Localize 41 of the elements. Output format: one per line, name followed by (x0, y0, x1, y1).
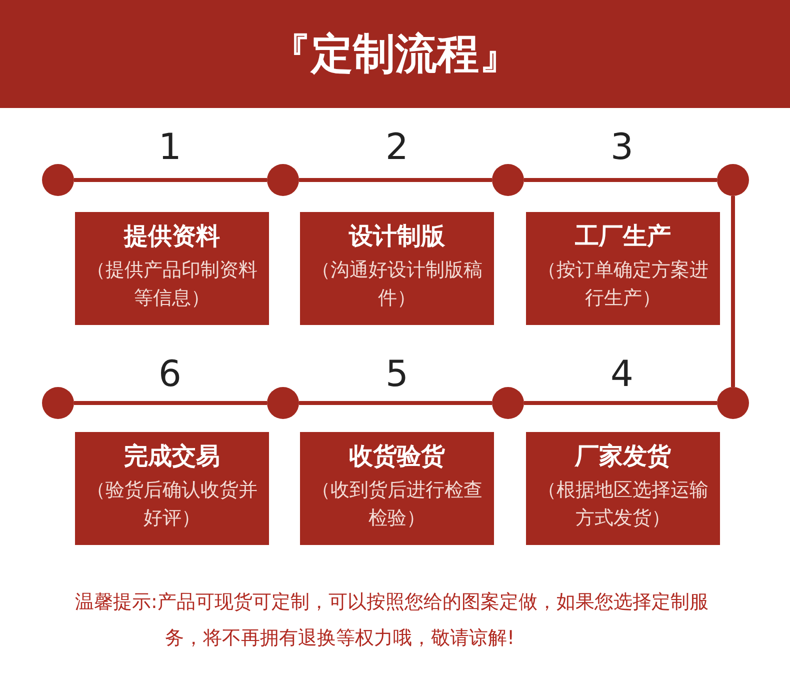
step-box (300, 212, 494, 325)
timeline-dot (267, 164, 299, 196)
note: 温馨提示:产品可现货可定制，可以按照您给的图案定做，如果您选择定制服务，将不再拥有退换等权力哦，敬请谅解! (75, 590, 710, 651)
timeline-line (524, 178, 717, 182)
timeline-dot (492, 164, 524, 196)
step-description: （提供产品印制资料等信息） (86, 258, 258, 311)
step-box (75, 212, 269, 325)
step-description: （沟通好设计制版稿件） (310, 258, 484, 311)
timeline-dot (717, 387, 749, 419)
timeline-line (731, 196, 735, 387)
step-title: 厂家发货 (574, 441, 672, 472)
timeline-line (74, 401, 267, 405)
step-number: 1 (158, 128, 182, 168)
timeline-dot (42, 164, 74, 196)
timeline-line (524, 401, 717, 405)
timeline-dot (492, 387, 524, 419)
step-description: （验货后确认收货并好评） (86, 478, 258, 531)
step-title: 完成交易 (123, 441, 221, 472)
step-title: 提供资料 (122, 221, 221, 252)
step-title: 设计制版 (348, 221, 446, 252)
timeline-line (299, 401, 492, 405)
step-description: （收到货后进行检查检验） (310, 478, 484, 531)
step-description: （按订单确定方案进行生产） (536, 258, 710, 311)
timeline-dot (717, 164, 749, 196)
title: 『定制流程』 (268, 28, 522, 80)
timeline-dot (267, 387, 299, 419)
step-number: 6 (158, 355, 182, 395)
step-number: 2 (384, 128, 410, 168)
step-box (526, 432, 720, 545)
step-box (75, 432, 269, 545)
step-description: （根据地区选择运输方式发货） (536, 478, 710, 531)
step-title: 收货验货 (348, 441, 446, 472)
step-number: 4 (610, 355, 634, 395)
step-number: 5 (384, 355, 410, 395)
step-box (526, 212, 720, 325)
timeline-dot (42, 387, 74, 419)
step-box (300, 432, 494, 545)
timeline-line (74, 178, 267, 182)
step-title: 工厂生产 (574, 221, 672, 252)
timeline-line (299, 178, 492, 182)
step-number: 3 (610, 128, 634, 168)
